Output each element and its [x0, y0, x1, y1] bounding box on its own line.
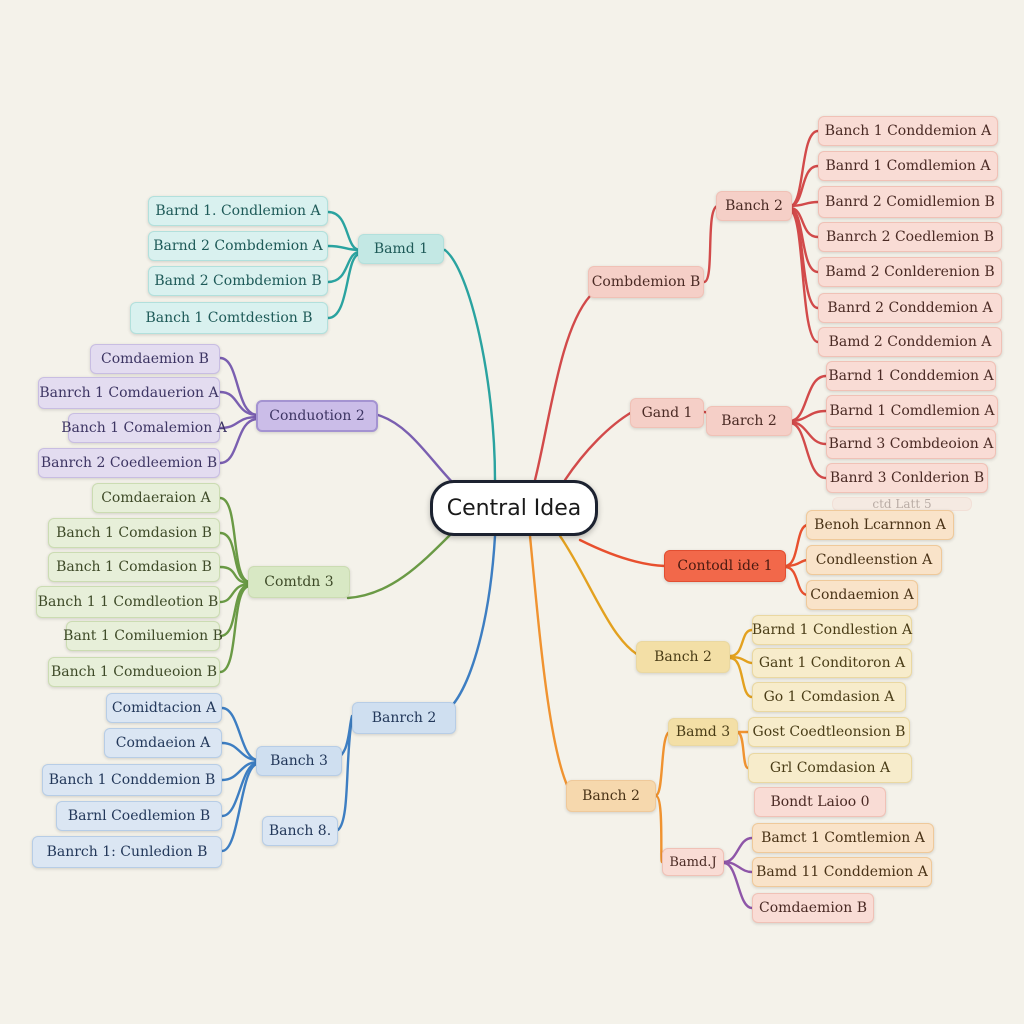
- orange-leaf-6[interactable]: Comdaemion B: [752, 893, 874, 923]
- pink-leaf-3[interactable]: Banrd 2 Comidlemion B: [818, 186, 1002, 218]
- link-central-crimson-2: [563, 410, 634, 482]
- yellow-leaf-2[interactable]: Gant 1 Conditoron A: [752, 648, 912, 678]
- pink-leaf-9[interactable]: Barnd 1 Comdlemion A: [826, 395, 998, 427]
- pink-branch-2-bottom-node[interactable]: Barch 2: [706, 406, 792, 436]
- pink-leaf-7[interactable]: Bamd 2 Conddemion A: [818, 327, 1002, 357]
- green-leaf-2[interactable]: Banch 1 Comdasion B: [48, 518, 220, 548]
- purple-leaf-2[interactable]: Banrch 1 Comdauerion A: [38, 377, 220, 409]
- purple-leaf-4[interactable]: Banrch 2 Coedleemion B: [38, 448, 220, 478]
- pink-leaf-11[interactable]: Banrd 3 Conlderion B: [826, 463, 988, 493]
- link-central-amber: [558, 534, 642, 658]
- blue-leaf-1[interactable]: Comidtacion A: [106, 693, 222, 723]
- link-central-blue: [438, 534, 497, 718]
- orange-leaf-5[interactable]: Bamd 11 Conddemion A: [752, 857, 932, 887]
- purple-branch-node[interactable]: Conduotion 2: [256, 400, 378, 432]
- blue-leaf-2[interactable]: Comdaeion A: [104, 728, 222, 758]
- pink-leaf-1[interactable]: Banch 1 Conddemion A: [818, 116, 998, 146]
- green-leaf-6[interactable]: Banch 1 Comdueoion B: [48, 657, 220, 687]
- green-leaf-5[interactable]: Bant 1 Comiluemion B: [63, 621, 223, 651]
- blue-leaf-6[interactable]: Banch 8.: [262, 816, 338, 846]
- link-central-orange: [528, 534, 574, 797]
- pink-leaf-10[interactable]: Barnd 3 Combdeoion A: [826, 429, 996, 459]
- green-branch-node[interactable]: Comtdn 3: [248, 566, 350, 598]
- blue-leaf-5[interactable]: Banrch 1: Cunledion B: [32, 836, 222, 868]
- yellow-branch-node[interactable]: Banch 2: [636, 641, 730, 673]
- green-leaf-1[interactable]: Comdaeraion A: [92, 483, 220, 513]
- link-central-teal: [438, 248, 497, 482]
- orange-branch-node[interactable]: Banch 2: [566, 780, 656, 812]
- pink-leaf-5[interactable]: Bamd 2 Conlderenion B: [818, 257, 1002, 287]
- red-leaf-1[interactable]: Benoh Lcarnnon A: [806, 510, 954, 540]
- link-central-crimson: [533, 290, 602, 482]
- blue-sub-branch-node[interactable]: Banch 3: [256, 746, 342, 776]
- blue-leaf-4[interactable]: Barnl Coedlemion B: [56, 801, 222, 831]
- link-central-green: [346, 533, 452, 600]
- central-idea-node[interactable]: Central Idea: [430, 480, 598, 536]
- teal-branch-node[interactable]: Bamd 1: [358, 234, 444, 264]
- yellow-leaf-1[interactable]: Barnd 1 Condlestion A: [752, 615, 912, 645]
- orange-sub-branch-2-node[interactable]: Bamd.J: [662, 848, 724, 876]
- yellow-leaf-3[interactable]: Go 1 Comdasion A: [752, 682, 906, 712]
- link-central-purple: [376, 413, 457, 487]
- teal-leaf-1[interactable]: Barnd 1. Condlemion A: [148, 196, 328, 226]
- red-leaf-3[interactable]: Condaemion A: [806, 580, 918, 610]
- orange-leaf-3[interactable]: Bondt Laioo 0: [754, 787, 886, 817]
- pink-leaf-2[interactable]: Banrd 1 Comdlemion A: [818, 151, 998, 181]
- pink-gand-1-node[interactable]: Gand 1: [630, 398, 704, 428]
- orange-sub-branch-1-node[interactable]: Bamd 3: [668, 718, 738, 746]
- pink-leaf-4[interactable]: Banrch 2 Coedlemion B: [818, 222, 1002, 252]
- pink-leaf-8[interactable]: Barnd 1 Conddemion A: [826, 361, 996, 391]
- red-branch-node[interactable]: Contodl ide 1: [664, 550, 786, 582]
- link-central-red: [578, 538, 667, 568]
- teal-leaf-4[interactable]: Banch 1 Comtdestion B: [130, 302, 328, 334]
- green-leaf-3[interactable]: Banch 1 Comdasion B: [48, 552, 220, 582]
- teal-leaf-2[interactable]: Barnd 2 Combdemion A: [148, 231, 328, 261]
- orange-leaf-2[interactable]: Grl Comdasion A: [748, 753, 912, 783]
- pink-condition-b-node[interactable]: Combdemion B: [588, 266, 704, 298]
- faded-label: ctd Latt 5: [832, 497, 972, 511]
- orange-leaf-4[interactable]: Bamct 1 Comtlemion A: [752, 823, 934, 853]
- purple-leaf-1[interactable]: Comdaemion B: [90, 344, 220, 374]
- pink-leaf-6[interactable]: Banrd 2 Conddemion A: [818, 293, 1002, 323]
- blue-leaf-3[interactable]: Banch 1 Conddemion B: [42, 764, 222, 796]
- blue-branch-node[interactable]: Banrch 2: [352, 702, 456, 734]
- purple-leaf-3[interactable]: Banch 1 Comalemion A: [61, 413, 227, 443]
- pink-branch-2-top-node[interactable]: Banch 2: [716, 191, 792, 221]
- red-leaf-2[interactable]: Condleenstion A: [806, 545, 942, 575]
- green-leaf-4[interactable]: Banch 1 1 Comdleotion B: [36, 586, 220, 618]
- orange-leaf-1[interactable]: Gost Coedtleonsion B: [748, 717, 910, 747]
- teal-leaf-3[interactable]: Bamd 2 Combdemion B: [148, 266, 328, 296]
